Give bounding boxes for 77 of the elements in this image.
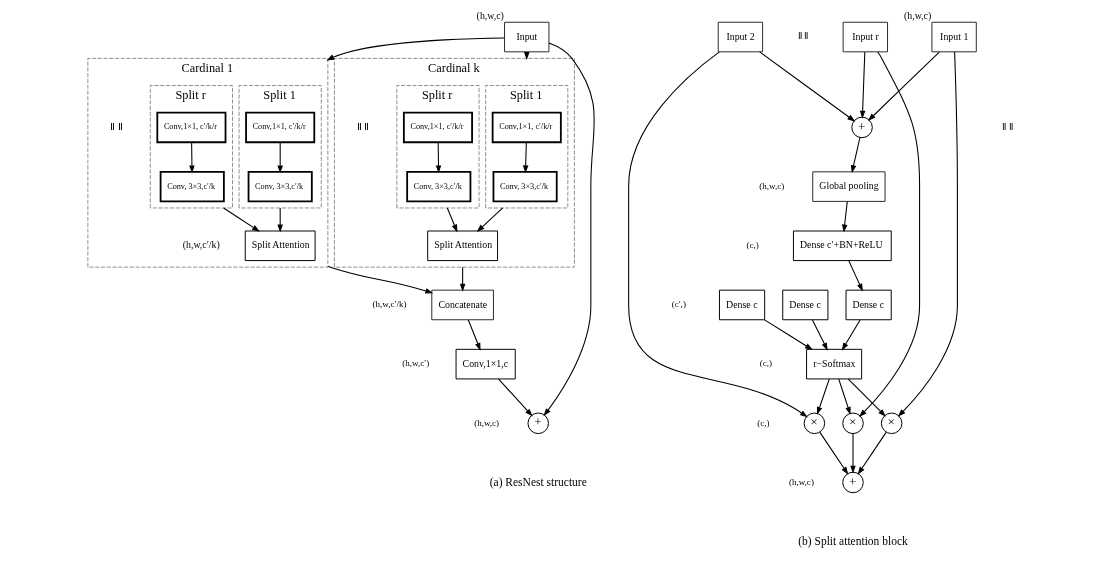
arrow xyxy=(847,260,863,292)
arrow xyxy=(497,378,533,417)
node-box: Concatenate xyxy=(430,289,494,321)
label: (a) ResNest structure xyxy=(489,475,587,488)
node-box: Split Attention xyxy=(426,230,498,262)
label: (h,w,c) xyxy=(758,180,784,191)
node-box: Split Attention xyxy=(244,230,316,262)
label: (h,w,c) xyxy=(473,417,499,428)
node-label: (h,w,c) xyxy=(903,10,931,22)
node-box: Conv,1×1, c′/k/r xyxy=(491,111,562,144)
label: (c,) xyxy=(746,240,759,251)
label: (b) Split attention block xyxy=(797,534,908,547)
arrow xyxy=(850,136,860,174)
label: (c,) xyxy=(756,417,770,428)
arrow xyxy=(222,207,260,232)
arrow xyxy=(325,37,505,61)
arrow xyxy=(867,51,940,121)
arrow xyxy=(435,141,441,174)
node-box: Global pooling xyxy=(811,171,886,202)
node-box: Input r xyxy=(842,21,888,53)
arrow xyxy=(763,319,813,351)
arrow xyxy=(476,207,503,232)
arrow xyxy=(627,51,808,418)
node-box: Input 1 xyxy=(930,21,977,53)
node-label: (h,w,c) xyxy=(476,10,504,22)
label: Ⅱ Ⅱ xyxy=(1001,121,1013,132)
node-box: Conv, 3×3,c′/k xyxy=(492,170,558,203)
node-circle: × xyxy=(880,412,902,435)
label: (h,w,c′/k) xyxy=(371,299,406,310)
node-box: Conv,1×1, c′/k/r xyxy=(155,111,226,144)
arrow xyxy=(858,51,920,417)
label: (c,) xyxy=(759,358,772,369)
node-box: Conv, 3×3,c′/k xyxy=(159,170,225,203)
node-box: Input 2 xyxy=(717,21,763,53)
arrow xyxy=(849,433,856,474)
label: (c′,) xyxy=(671,299,686,310)
node-box: Conv, 3×3,c′/k xyxy=(405,170,471,203)
arrow xyxy=(188,141,195,174)
node-circle: + xyxy=(850,116,873,139)
node-circle: + xyxy=(526,412,549,435)
label: (h,w,c′) xyxy=(401,358,429,369)
arrow xyxy=(847,378,886,417)
label: (h,w,c′/k) xyxy=(182,239,220,251)
arrow xyxy=(897,51,958,417)
arrow xyxy=(459,266,465,292)
arrow xyxy=(857,431,887,475)
label: Ⅱ Ⅱ xyxy=(109,120,123,132)
arrow xyxy=(326,265,433,294)
arrow xyxy=(446,207,457,233)
arrow xyxy=(841,201,848,233)
node-box: Conv,1×1,c xyxy=(455,348,516,380)
arrow xyxy=(758,51,855,122)
arrow xyxy=(811,319,828,351)
node-box: Conv, 3×3,c′/k xyxy=(247,170,313,203)
node-box: Conv,1×1, c′/k/r xyxy=(402,111,473,144)
arrow xyxy=(841,319,861,351)
label: Ⅱ Ⅱ xyxy=(797,31,808,42)
arrow xyxy=(467,319,481,351)
label: (h,w,c) xyxy=(788,476,814,487)
node-box: Dense c′+BN+ReLU xyxy=(792,230,892,262)
arrow xyxy=(543,42,595,417)
node-circle: + xyxy=(841,471,864,494)
arrow xyxy=(522,141,528,174)
node-circle: × xyxy=(841,412,864,435)
arrow xyxy=(837,378,851,415)
node-box: Dense c xyxy=(781,289,828,321)
node-box: Dense c xyxy=(718,289,765,321)
label: Ⅱ Ⅱ xyxy=(356,120,369,132)
arrow xyxy=(276,141,283,174)
node-box: Dense c xyxy=(845,289,892,321)
arrow xyxy=(816,378,830,415)
node-box: r−Softmax xyxy=(805,348,862,380)
arrow xyxy=(276,207,283,233)
node-box: Conv,1×1, c′/k/r xyxy=(244,111,315,144)
arrow xyxy=(859,51,865,119)
arrow xyxy=(818,431,848,475)
node-circle: × xyxy=(803,412,825,435)
